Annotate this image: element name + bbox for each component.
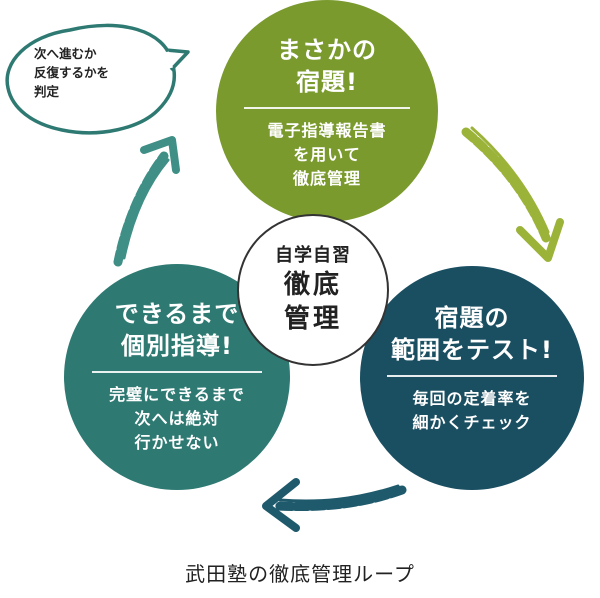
tutoring-heading: できるまで 個別指導! [114,300,240,360]
center-line2: 徹底 管理 [283,270,342,334]
speech-bubble-outline [5,23,177,135]
test-circle: 宿題の 範囲をテスト! 毎回の定着率を 細かくチェック [360,266,584,490]
center-line1: 自学自習 [275,245,351,266]
diagram-caption: 武田塾の徹底管理ループ [185,562,415,586]
tutoring-circle: できるまで 個別指導! 完璧にできるまで 次へは絶対 行かせない [64,264,290,490]
speech-bubble-text: 次へ進むか 反復するかを 判定 [34,46,110,99]
test-divider [387,375,557,377]
arrow-left-to-top [113,136,180,267]
arrow-top-to-right [461,126,564,262]
tutoring-divider [92,371,262,373]
center-circle: 自学自習 徹底 管理 [237,214,389,366]
homework-heading: まさかの 宿題! [277,36,377,96]
test-heading: 宿題の 範囲をテスト! [391,304,553,364]
tutoring-body: 完璧にできるまで 次へは絶対 行かせない [109,385,245,452]
homework-circle: まさかの 宿題! 電子指導報告書 を用いて 徹底管理 [216,0,438,222]
homework-divider [244,107,410,109]
homework-body: 電子指導報告書 を用いて 徹底管理 [267,121,387,188]
arrow-right-to-left [262,478,407,532]
test-body: 毎回の定着率を 細かくチェック [412,389,532,432]
